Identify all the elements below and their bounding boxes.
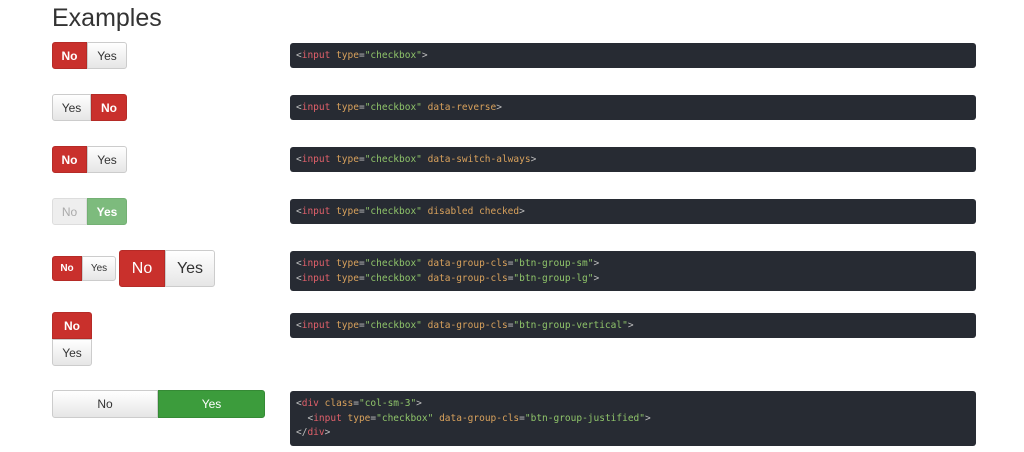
no-button[interactable]: No [52,256,82,281]
yes-button[interactable]: Yes [87,146,127,173]
page-title: Examples [52,4,162,32]
code-block-disabled: <input type="checkbox" disabled checked> [290,199,976,224]
no-button-disabled: No [52,198,87,225]
no-button[interactable]: No [119,250,165,287]
no-button[interactable]: No [52,312,92,339]
yes-button[interactable]: Yes [82,256,116,281]
no-button[interactable]: No [52,42,87,69]
toggle-group-small[interactable]: No Yes [52,256,116,281]
toggle-group-vertical[interactable]: No Yes [52,312,92,366]
toggle-group-reverse[interactable]: Yes No [52,94,127,121]
yes-button[interactable]: Yes [52,94,91,121]
code-block-justified: <div class="col-sm-3"> <input type="chec… [290,391,976,446]
code-block-reverse: <input type="checkbox" data-reverse> [290,95,976,120]
toggle-group-justified[interactable]: No Yes [52,390,265,418]
toggle-group-large[interactable]: No Yes [119,250,215,287]
yes-button[interactable]: Yes [158,390,265,418]
code-block-vertical: <input type="checkbox" data-group-cls="b… [290,313,976,338]
yes-button[interactable]: Yes [87,42,127,69]
toggle-group-disabled: No Yes [52,198,127,225]
yes-button[interactable]: Yes [165,250,215,287]
toggle-group-basic[interactable]: No Yes [52,42,127,69]
code-block-sizes: <input type="checkbox" data-group-cls="b… [290,251,976,291]
no-button[interactable]: No [52,146,87,173]
yes-button[interactable]: Yes [52,339,92,366]
code-block-switch-always: <input type="checkbox" data-switch-alway… [290,147,976,172]
no-button[interactable]: No [52,390,158,418]
code-block-basic: <input type="checkbox"> [290,43,976,68]
yes-button-disabled: Yes [87,198,127,225]
no-button[interactable]: No [91,94,127,121]
toggle-group-switch-always[interactable]: No Yes [52,146,127,173]
